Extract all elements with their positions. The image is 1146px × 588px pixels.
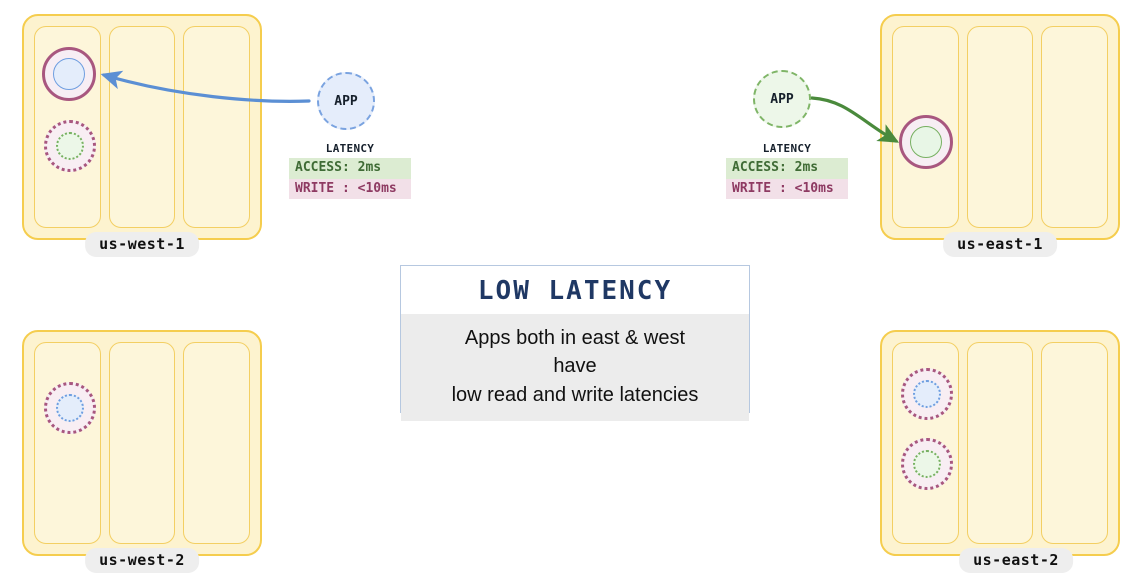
app-label: APP: [770, 91, 794, 107]
replica-blue-icon: [53, 58, 85, 90]
latency-write-row: WRITE : <10ms: [726, 178, 848, 200]
latency-block-west: LATENCY ACCESS: 2ms WRITE : <10ms: [289, 142, 411, 200]
info-card-line-2: have: [553, 355, 597, 378]
info-card-line-3: low read and write latencies: [451, 383, 699, 406]
availability-zone[interactable]: [108, 26, 176, 228]
info-card-title: LOW LATENCY: [401, 266, 749, 314]
availability-zone[interactable]: [183, 342, 251, 544]
info-card-body: Apps both in east & west have low read a…: [401, 314, 749, 422]
availability-zone[interactable]: [108, 342, 176, 544]
replica-blue-icon: [56, 394, 84, 422]
replica-node-east-2-blue[interactable]: [901, 368, 953, 420]
availability-zone[interactable]: [34, 342, 101, 544]
low-latency-info-card: LOW LATENCY Apps both in east & west hav…: [400, 265, 750, 422]
availability-zone[interactable]: [183, 26, 251, 228]
replica-node-west-1[interactable]: [44, 120, 96, 172]
region-label-us-east-2: us-east-2: [959, 548, 1073, 573]
region-label-us-east-1: us-east-1: [943, 232, 1057, 257]
latency-access-row: ACCESS: 2ms: [289, 158, 411, 179]
availability-zone[interactable]: [966, 26, 1034, 228]
app-node-west[interactable]: APP: [317, 72, 375, 130]
az-columns: [34, 342, 251, 544]
replica-green-icon: [913, 450, 941, 478]
leader-node-east-1[interactable]: [899, 115, 953, 169]
replica-node-east-2-green[interactable]: [901, 438, 953, 490]
replica-green-icon: [910, 126, 942, 158]
replica-green-icon: [56, 132, 84, 160]
region-label-us-west-1: us-west-1: [85, 232, 199, 257]
availability-zone[interactable]: [966, 342, 1034, 544]
latency-title: LATENCY: [762, 142, 812, 155]
latency-title: LATENCY: [325, 142, 375, 155]
latency-block-east: LATENCY ACCESS: 2ms WRITE : <10ms: [726, 142, 848, 200]
region-us-west-2[interactable]: [22, 330, 262, 556]
availability-zone[interactable]: [1041, 342, 1109, 544]
az-columns: [892, 342, 1109, 544]
app-label: APP: [334, 93, 358, 109]
replica-node-west-2[interactable]: [44, 382, 96, 434]
region-label-us-west-2: us-west-2: [85, 548, 199, 573]
availability-zone[interactable]: [1041, 26, 1109, 228]
latency-access-row: ACCESS: 2ms: [726, 158, 848, 179]
leader-node-west-1[interactable]: [42, 47, 96, 101]
latency-write-row: WRITE : <10ms: [289, 178, 411, 200]
app-node-east[interactable]: APP: [753, 70, 811, 128]
replica-blue-icon: [913, 380, 941, 408]
info-card-line-1: Apps both in east & west: [464, 327, 686, 349]
